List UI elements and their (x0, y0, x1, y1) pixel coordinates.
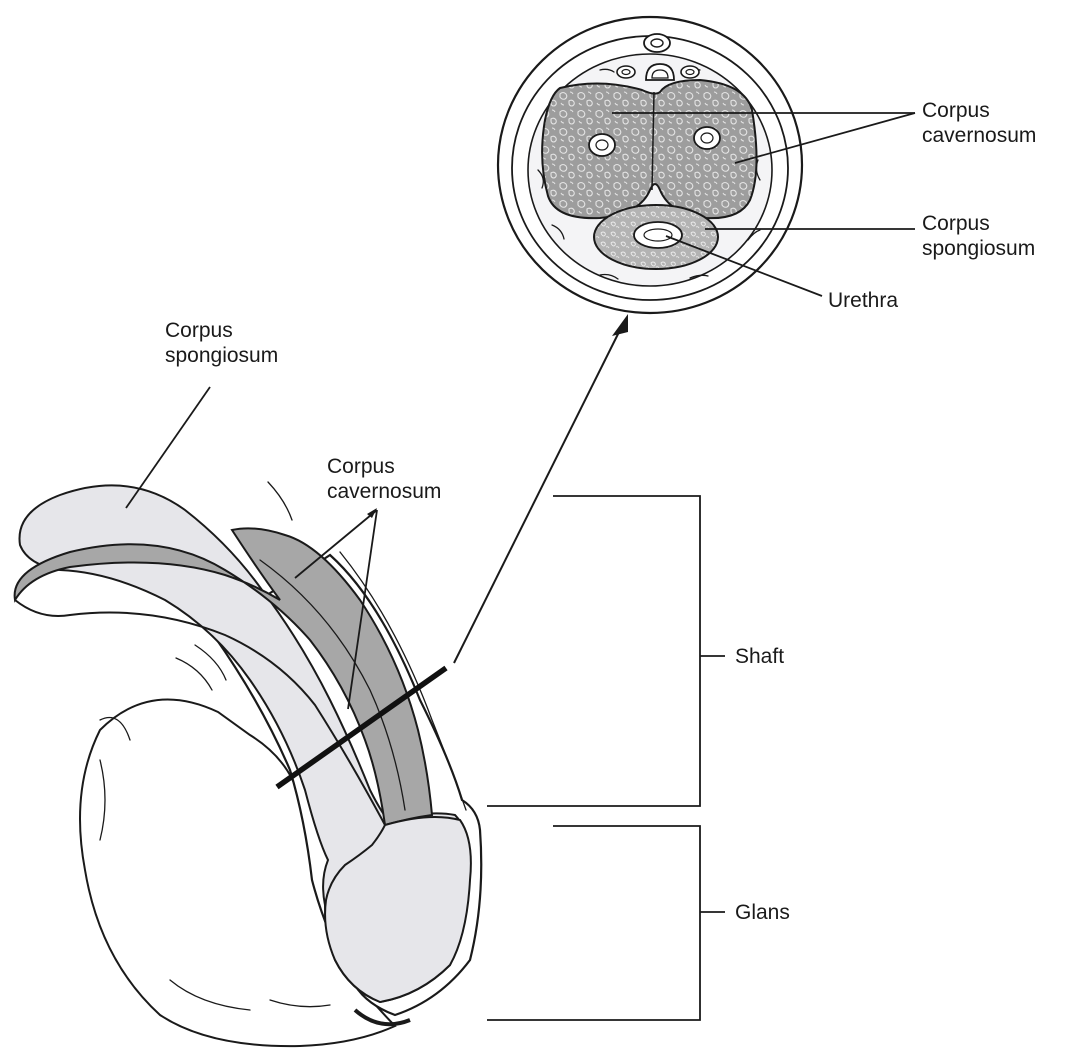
shaft-bracket (487, 496, 725, 806)
label-side-corpus-spongiosum: Corpus spongiosum (165, 318, 278, 368)
label-shaft: Shaft (735, 644, 784, 669)
label-cs-spongiosum-line1: Corpus (922, 211, 1035, 236)
label-side-cavernosum-line2: cavernosum (327, 479, 441, 504)
label-cs-urethra: Urethra (828, 288, 898, 313)
cross-section (498, 17, 802, 313)
label-cs-corpus-cavernosum: Corpus cavernosum (922, 98, 1036, 148)
label-side-corpus-cavernosum: Corpus cavernosum (327, 454, 441, 504)
label-cs-cavernosum-line1: Corpus (922, 98, 1036, 123)
section-arrow (454, 314, 628, 663)
label-cs-corpus-spongiosum: Corpus spongiosum (922, 211, 1035, 261)
label-side-cavernosum-line1: Corpus (327, 454, 441, 479)
label-side-spongiosum-line1: Corpus (165, 318, 278, 343)
label-side-spongiosum-line2: spongiosum (165, 343, 278, 368)
leader-side-spongiosum (126, 387, 210, 508)
label-cs-spongiosum-line2: spongiosum (922, 236, 1035, 261)
label-glans: Glans (735, 900, 790, 925)
label-cs-cavernosum-line2: cavernosum (922, 123, 1036, 148)
side-view (15, 482, 482, 1046)
glans-bracket (487, 826, 725, 1020)
